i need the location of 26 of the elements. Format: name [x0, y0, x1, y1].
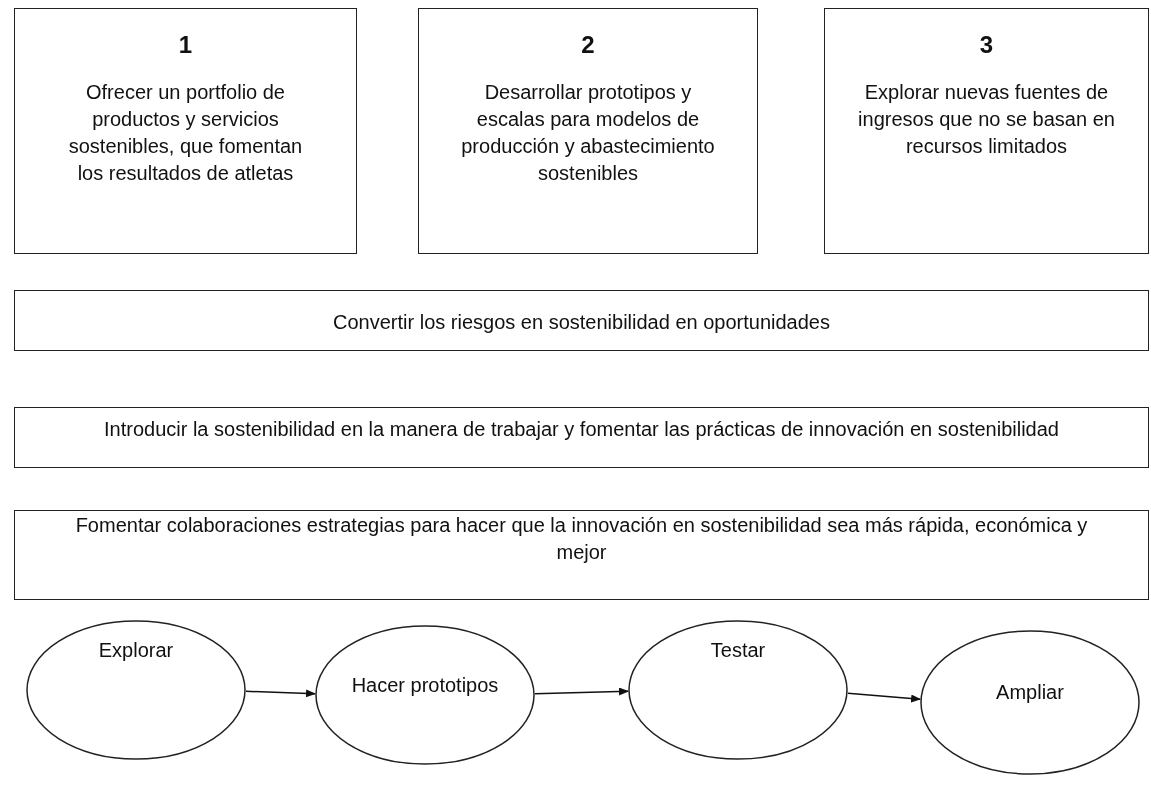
- box-text: Testar: [710, 637, 766, 663]
- process-ellipse: [315, 625, 535, 765]
- box-text: Explorar: [98, 637, 174, 663]
- text-box: [418, 8, 758, 254]
- box-text: Fomentar colaboraciones estrategias para hacer que la innovación en sostenibilidad sea más rápida, económica y mejor: [74, 513, 1089, 565]
- step-number: 1: [177, 31, 194, 59]
- arrow: [847, 692, 922, 703]
- text-box: [14, 510, 1149, 600]
- arrow: [245, 689, 316, 698]
- box-text: Desarrollar prototipos y escalas para modelos de producción y abastecimiento sostenibles: [460, 80, 716, 186]
- box-text: Hacer prototipos: [351, 672, 499, 698]
- box-text: Introducir la sostenibilidad en la manera de trabajar y fomentar las prácticas de innovación en sostenibilidad: [104, 417, 1059, 442]
- process-ellipse: [26, 620, 246, 760]
- text-box: [14, 290, 1149, 351]
- process-ellipse: [628, 620, 848, 760]
- text-box: [824, 8, 1149, 254]
- step-number: 2: [580, 31, 596, 59]
- box-text: Ampliar: [996, 680, 1064, 705]
- box-text: Ofrecer un portfolio de productos y servicios sostenibles, que fomentan los resultados de atletas: [67, 80, 304, 186]
- text-box: [14, 8, 357, 254]
- text-box: [14, 407, 1149, 468]
- box-text: Explorar nuevas fuentes de ingresos que no se basan en recursos limitados: [857, 80, 1116, 159]
- box-text: Convertir los riesgos en sostenibilidad en oportunidades: [333, 310, 830, 335]
- arrow: [534, 687, 629, 696]
- step-number: 3: [978, 31, 995, 59]
- process-ellipse: [920, 630, 1140, 775]
